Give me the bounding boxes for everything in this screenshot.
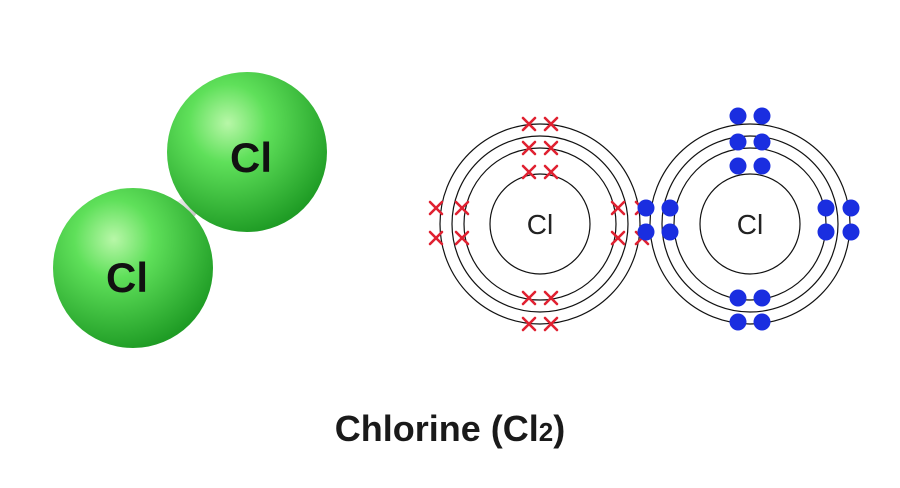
electron-dot (753, 107, 771, 125)
electron-dot (817, 223, 835, 241)
left-shell-3 (451, 135, 629, 313)
sphere-label-upper: Cl (230, 134, 272, 181)
electron-cross (543, 316, 559, 332)
electron-cross (543, 164, 559, 180)
left-shell-1 (489, 173, 591, 275)
electron-cross (521, 140, 537, 156)
electron-cross (521, 116, 537, 132)
electron-dot (661, 223, 679, 241)
electron-dot (729, 289, 747, 307)
left-atom-shells (439, 123, 641, 325)
electron-cross (543, 116, 559, 132)
left-nucleus-label: Cl (527, 209, 553, 240)
right-shell-1 (699, 173, 801, 275)
electron-cross (610, 200, 626, 216)
caption-subscript: 2 (538, 417, 554, 447)
right-shell-3 (661, 135, 839, 313)
electron-cross (521, 290, 537, 306)
chlorine-sphere-upper (167, 72, 327, 232)
molecule-model: Cl Cl (53, 72, 327, 348)
caption-main: Chlorine (Cl (334, 408, 539, 449)
right-nucleus-label: Cl (737, 209, 763, 240)
figure-caption: Chlorine (Cl2) (0, 408, 900, 450)
electron-cross (543, 290, 559, 306)
sphere-label-lower: Cl (106, 254, 148, 301)
electron-dot (661, 199, 679, 217)
electron-cross (428, 200, 444, 216)
caption-close: ) (553, 408, 566, 449)
electron-dot (842, 199, 860, 217)
electron-dot (637, 199, 655, 217)
electron-dot (729, 313, 747, 331)
electron-dot (753, 289, 771, 307)
electron-dot (729, 157, 747, 175)
electron-cross (428, 230, 444, 246)
electron-dot (753, 157, 771, 175)
electron-dot (842, 223, 860, 241)
electron-cross (454, 230, 470, 246)
electron-cross (521, 316, 537, 332)
left-shell-4 (439, 123, 641, 325)
electron-cross (521, 164, 537, 180)
electron-dot (753, 133, 771, 151)
electron-dot (729, 133, 747, 151)
chlorine-sphere-lower (53, 188, 213, 348)
electron-dot (817, 199, 835, 217)
electron-cross (610, 230, 626, 246)
electron-cross (454, 200, 470, 216)
dot-cross-diagram: Cl Cl (428, 107, 860, 332)
electron-dot (637, 223, 655, 241)
electron-dot (729, 107, 747, 125)
electron-cross (543, 140, 559, 156)
electron-dot (753, 313, 771, 331)
left-shell-2 (463, 147, 617, 301)
right-atom-electrons (637, 107, 860, 331)
